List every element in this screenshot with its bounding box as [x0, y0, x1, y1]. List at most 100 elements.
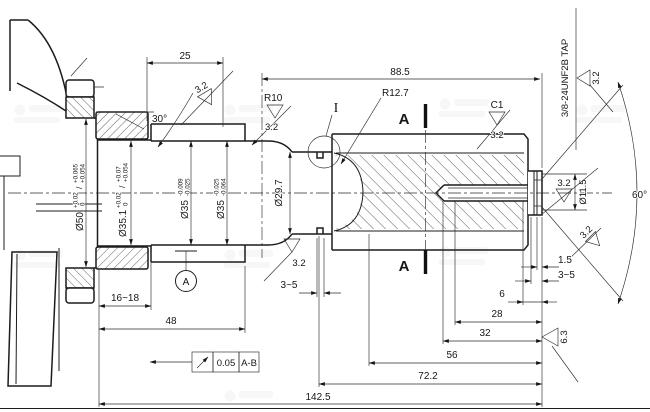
- r10-callout: R10 3.2: [251, 92, 292, 146]
- svg-text:/: /: [117, 185, 127, 188]
- svg-text:R10: R10: [264, 93, 283, 104]
- svg-text:Ø11.5: Ø11.5: [578, 179, 589, 204]
- svg-text:+0.054: +0.054: [80, 163, 87, 183]
- roughness-endface: 6.3: [541, 327, 579, 383]
- roughness-spline: 3.2: [180, 70, 234, 126]
- svg-text:3.2: 3.2: [578, 224, 595, 241]
- svg-text:0.05: 0.05: [217, 358, 236, 369]
- dim-25: 25: [146, 50, 224, 127]
- svg-text:48: 48: [165, 316, 177, 327]
- svg-text:C1: C1: [491, 100, 504, 111]
- dim-dia-35-b: Ø35 -0.025 -0.064: [213, 140, 229, 246]
- dim-6: 6: [498, 288, 557, 304]
- dim-16-18: 16~18: [98, 252, 152, 310]
- thread-lines: [448, 187, 531, 199]
- roughness-groove: 3.2: [263, 238, 306, 282]
- svg-text:Ø35: Ø35: [180, 200, 191, 219]
- neck: [292, 151, 332, 235]
- svg-text:-0.064: -0.064: [221, 178, 228, 196]
- svg-text:Ø35.1: Ø35.1: [118, 209, 129, 237]
- c1-callout: C1 3.2: [476, 99, 511, 150]
- svg-text:+0.065: +0.065: [73, 163, 80, 183]
- bore-entrance-r127: [333, 152, 364, 232]
- detail-marker: I: [307, 100, 341, 169]
- detail-letter: I: [334, 101, 339, 116]
- svg-text:+0.07: +0.07: [116, 166, 123, 182]
- roughness-icon: [541, 327, 559, 347]
- bore-lines: [336, 152, 524, 232]
- ring-1: [65, 57, 104, 304]
- angle-30-callout: 30°: [151, 92, 194, 148]
- runout-icon: [196, 356, 209, 369]
- section-marker-top: A: [398, 104, 428, 129]
- svg-text:+0.054: +0.054: [123, 162, 130, 182]
- svg-text:6: 6: [499, 289, 505, 300]
- datum-a: A: [175, 250, 197, 292]
- tapped-hole: [434, 184, 534, 202]
- roughness-icon: [283, 238, 301, 253]
- svg-text:25: 25: [179, 51, 191, 62]
- r12-7-callout: R12.7: [340, 87, 410, 165]
- roughness-icon: [555, 188, 573, 203]
- svg-text:R12.7: R12.7: [382, 88, 409, 99]
- countersink-60: 60°: [541, 81, 648, 305]
- roughness-icon: [196, 88, 212, 106]
- dim-56: 56: [368, 349, 543, 365]
- dim-48: 48: [98, 266, 246, 333]
- svg-text:0: 0: [123, 202, 130, 206]
- dim-28: 28: [454, 308, 543, 324]
- dim-groove-3-5: 3~5: [280, 238, 341, 297]
- section-letter-bottom: A: [399, 258, 410, 275]
- end-stub: [528, 170, 543, 216]
- svg-text:1.5: 1.5: [558, 255, 572, 266]
- section-hatch: [334, 155, 524, 229]
- svg-text:30°: 30°: [152, 114, 167, 125]
- svg-text:3.2: 3.2: [193, 80, 210, 96]
- section-letter-top: A: [399, 111, 410, 128]
- roughness-icon: [266, 104, 284, 119]
- datum-letter: A: [183, 277, 190, 288]
- dim-1-5: 1.5: [521, 254, 573, 269]
- left-disc: [0, 19, 102, 387]
- svg-text:88.5: 88.5: [390, 67, 410, 78]
- groove: [316, 152, 324, 234]
- dim-right-stack: 1.5 3~5 6 28 32 56 72.2: [98, 201, 576, 407]
- svg-text:3.2: 3.2: [490, 130, 503, 141]
- angle-60-label: 60°: [632, 190, 647, 201]
- svg-text:0: 0: [80, 202, 87, 206]
- svg-text:3.2: 3.2: [292, 258, 305, 269]
- svg-text:3~5: 3~5: [558, 270, 575, 281]
- svg-text:/: /: [74, 186, 84, 189]
- roughness-icon: [576, 69, 591, 87]
- svg-text:72.2: 72.2: [418, 371, 438, 382]
- svg-text:Ø35: Ø35: [216, 200, 227, 219]
- thread-callout: 3/8-24UNF2B TAP 3.2: [559, 8, 614, 150]
- svg-text:142.5: 142.5: [305, 392, 330, 403]
- svg-text:28: 28: [491, 309, 503, 320]
- section-marker-bottom: A: [398, 250, 428, 276]
- svg-text:6.3: 6.3: [559, 330, 570, 343]
- dim-dia-35-1: Ø35.1 +0.02 0 / +0.07 +0.054: [115, 140, 133, 246]
- svg-text:3~5: 3~5: [281, 280, 298, 291]
- svg-text:56: 56: [446, 350, 458, 361]
- svg-text:3.2: 3.2: [557, 178, 570, 189]
- runout-fcf: 0.05 A-B: [149, 351, 260, 373]
- svg-text:32: 32: [479, 328, 491, 339]
- roughness-icon: [584, 230, 601, 247]
- dim-32: 32: [442, 327, 543, 343]
- left-edge-bracket: [0, 155, 21, 250]
- roughness-icon: [488, 111, 506, 126]
- svg-text:-0.025: -0.025: [214, 178, 221, 196]
- svg-text:3.2: 3.2: [591, 71, 602, 84]
- dim-142-5: 142.5: [98, 391, 543, 406]
- svg-text:16~18: 16~18: [111, 293, 140, 304]
- dim-dia-11-5: Ø11.5 3.2: [540, 167, 599, 216]
- thread-label: 3/8-24UNF2B TAP: [560, 39, 571, 117]
- svg-text:Ø29.7: Ø29.7: [274, 179, 285, 207]
- hub-bore-lines: [36, 203, 102, 212]
- svg-text:-0.025: -0.025: [185, 178, 192, 196]
- dim-dia-35-a: Ø35 -0.009 -0.025: [177, 140, 193, 246]
- dim-dia-29-7: Ø29.7: [273, 151, 292, 235]
